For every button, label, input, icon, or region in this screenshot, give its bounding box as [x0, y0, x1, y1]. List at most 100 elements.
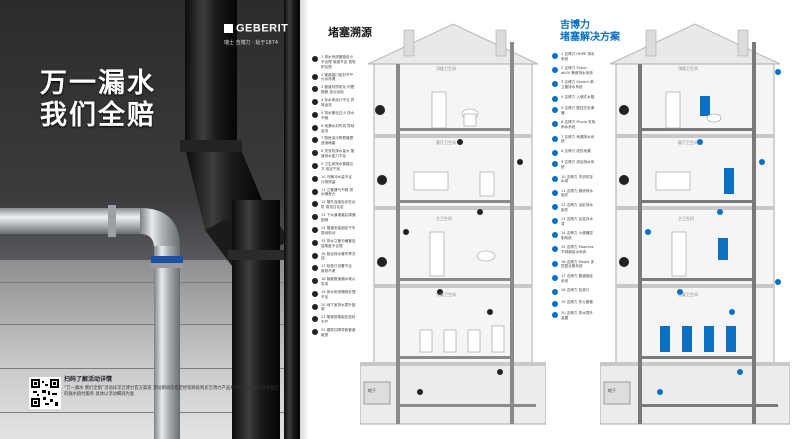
- list-number-badge: [552, 232, 558, 239]
- list-item: 18 隐蔽管道漏水难以发现: [312, 277, 356, 287]
- list-item: 9 卫生间排水管路交叉 相互干扰: [312, 162, 356, 172]
- list-item: 13 吉博力 台盆存水弯: [552, 217, 596, 227]
- list-item: 14 吉博力 小便器控制系统: [552, 231, 596, 241]
- list-number-badge: [312, 278, 318, 285]
- logo-square-icon: [224, 24, 233, 33]
- list-item: 5 排水管径过小 排水不畅: [312, 111, 356, 121]
- list-number-badge: [312, 329, 318, 336]
- list-number-badge: [552, 218, 558, 225]
- list-item-text: 15 吉博力 Mapress 不锈钢给水系统: [561, 245, 594, 255]
- list-item: 2 吉博力 Silent-db20 静音排水系统: [552, 66, 596, 76]
- steel-pipe-elbow: [140, 208, 180, 248]
- list-item: 9 吉博力 淋浴排水系统: [552, 160, 596, 170]
- list-item-text: 12 管件连接处存在台阶 易挂住毛发: [321, 200, 356, 210]
- list-number-badge: [312, 175, 318, 182]
- list-item: 10 吉博力 洗衣机存水弯: [552, 175, 596, 185]
- list-item: 6 吉博力 Pluvia 虹吸雨水系统: [552, 120, 596, 130]
- list-item-text: 17 检查口设置不足 维修不便: [321, 264, 352, 274]
- list-item-text: 19 吉博力 防火套管: [561, 299, 594, 304]
- list-item-text: 14 吉博力 小便器控制系统: [561, 231, 594, 241]
- list-item-text: 1 排水系统管路设计不合理 坡度不足 易堆积杂物: [321, 55, 356, 69]
- solutions-title: 吉博力 堵塞解决方案: [560, 20, 620, 44]
- list-number-badge: [552, 189, 558, 196]
- list-item: 11 吉博力 厨房排水组件: [552, 189, 596, 199]
- house-illustration-solutions: [600, 23, 790, 425]
- steel-collar: [151, 263, 183, 268]
- list-item: 17 检查口设置不足 维修不便: [312, 264, 356, 274]
- list-number-badge: [552, 121, 558, 128]
- list-number-badge: [312, 214, 318, 221]
- list-item: 14 管道安装固定不牢 振动松动: [312, 226, 356, 236]
- list-number-badge: [312, 252, 318, 259]
- list-item-text: 8 吉博力 线性地漏: [561, 148, 591, 153]
- floor-label: 主卫生间: [678, 216, 694, 221]
- list-item: 16 阳台排水管冬季冻结: [312, 252, 356, 262]
- list-item-text: 20 吉博力 排水提升装置: [561, 311, 594, 320]
- list-number-badge: [552, 53, 558, 59]
- list-item: 3 管道材质老化 内壁粗糙 挂污结垢: [312, 85, 356, 95]
- list-item: 18 吉博力 检查口: [552, 288, 596, 295]
- list-item-text: 13 吉博力 台盆存水弯: [561, 217, 594, 226]
- floor-label: 顶楼卫生间: [678, 66, 698, 71]
- list-item-text: 4 吉博力 入墙式水箱: [561, 94, 595, 99]
- list-item-text: 2 管道接口密封不严 污水渗漏: [321, 72, 354, 82]
- black-pipe-lower: [232, 200, 280, 439]
- solutions-title-line-1: 吉博力: [560, 20, 590, 31]
- problems-title: 堵塞溯源: [328, 26, 372, 39]
- pipe-collar: [228, 250, 284, 260]
- list-item: 4 存水弯设计不当 异味返流: [312, 98, 356, 108]
- list-number-badge: [312, 316, 318, 323]
- black-pipe-edge: [284, 0, 300, 439]
- list-item-text: 22 建筑沉降导致管道破损: [321, 328, 356, 337]
- list-item-text: 11 立管通气不畅 排水噪音大: [321, 187, 354, 197]
- qr-title: 扫码了解活动详情: [64, 376, 113, 383]
- list-item: 20 地下室排水提升困难: [312, 303, 356, 313]
- solutions-list: 1 吉博力 HDPE 排水系统 2 吉博力 Silent-db20 静音排水系统 3…: [552, 52, 596, 325]
- list-item: 5 吉博力 壁挂式坐便器: [552, 106, 596, 116]
- list-item-text: 11 吉博力 厨房排水组件: [561, 188, 594, 198]
- list-item-text: 2 吉博力 Silent-db20 静音排水系统: [561, 66, 593, 75]
- list-number-badge: [312, 150, 318, 157]
- list-number-badge: [312, 265, 318, 272]
- list-item: 3 吉博力 Sovent 单立管排水系统: [552, 80, 596, 90]
- list-number-badge: [312, 73, 318, 80]
- list-item: 1 吉博力 HDPE 排水系统: [552, 52, 596, 62]
- list-item: 4 吉博力 入墙式水箱: [552, 95, 596, 102]
- list-number-badge: [552, 300, 558, 307]
- list-number-badge: [312, 111, 318, 118]
- list-number-badge: [552, 107, 558, 114]
- list-number-badge: [312, 86, 318, 93]
- list-item-text: 5 排水管径过小 排水不畅: [321, 110, 355, 120]
- solutions-title-line-2: 堵塞解决方案: [560, 32, 620, 43]
- wall-seam: [0, 324, 300, 325]
- floor-label: 大厦卫生间: [436, 292, 456, 297]
- list-item: 22 建筑沉降导致管道破损: [312, 328, 356, 338]
- list-number-badge: [312, 226, 318, 233]
- list-number-badge: [312, 163, 318, 170]
- list-number-badge: [552, 246, 558, 253]
- floor-label: 客厅卫生间: [436, 140, 456, 145]
- list-item-text: 3 吉博力 Sovent 单立管排水系统: [561, 80, 594, 90]
- basement-label: 地下: [368, 388, 376, 393]
- list-item-text: 5 吉博力 壁挂式坐便器: [561, 106, 595, 115]
- list-number-badge: [552, 203, 558, 210]
- list-item-text: 6 吉博力 Pluvia 虹吸雨水系统: [561, 120, 596, 130]
- list-number-badge: [552, 67, 558, 74]
- list-item: 7 厨房油污附着管壁 逐渐堵塞: [312, 136, 356, 146]
- brand-tagline: 瑞士 吉博力 · 始于1874: [224, 40, 279, 46]
- list-number-badge: [552, 95, 558, 102]
- list-number-badge: [552, 289, 558, 295]
- list-item-text: 16 吉博力 Mepla 多层复合管系统: [561, 259, 595, 269]
- qr-code[interactable]: [29, 377, 61, 409]
- list-number-badge: [312, 137, 318, 144]
- list-number-badge: [312, 303, 318, 310]
- list-item-text: 16 阳台排水管冬季冻结: [321, 251, 356, 261]
- list-item-text: 9 吉博力 淋浴排水系统: [561, 160, 595, 170]
- wall-seam: [0, 282, 300, 283]
- list-item: 20 吉博力 排水提升装置: [552, 311, 596, 321]
- list-item-text: 6 地漏水封失效 异味返流: [321, 123, 355, 133]
- pipe-illustration: [0, 0, 300, 439]
- list-item-text: 9 卫生间排水管路交叉 相互干扰: [321, 162, 354, 171]
- floor-label: 主卫生间: [436, 216, 452, 221]
- list-item-text: 4 存水弯设计不当 异味返流: [321, 98, 355, 107]
